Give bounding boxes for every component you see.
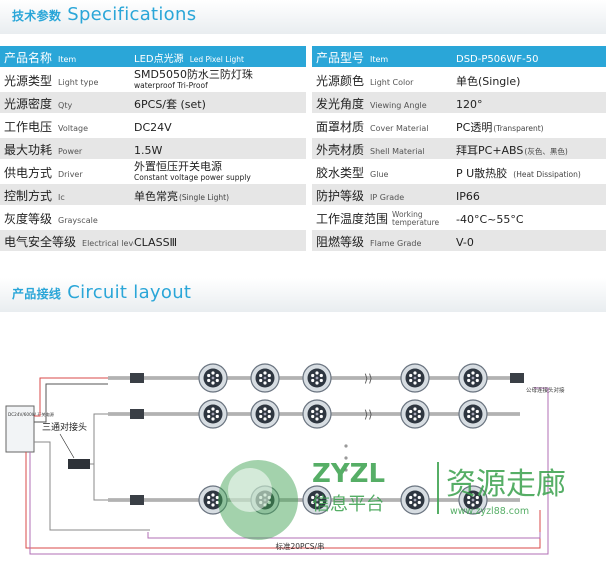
circuit-diagram: DC24V/600W 开关电源 ⟩⟩ ⟩⟩ — [5, 363, 566, 555]
pixel-string-3 — [108, 485, 520, 515]
connector — [130, 409, 144, 419]
connector — [130, 373, 144, 383]
continuation-dots — [344, 444, 348, 472]
pixel-light — [250, 363, 280, 393]
pixel-string-1: ⟩⟩ — [108, 363, 524, 393]
circuit-header: 产品接线 Circuit layout — [0, 278, 606, 312]
connector — [510, 373, 524, 383]
watermark-logo — [218, 460, 298, 540]
specifications-header: 技术参数 Specifications — [0, 0, 606, 34]
break-mark: ⟩⟩ — [364, 408, 373, 421]
pixel-light — [400, 363, 430, 393]
feed-wire-grey — [34, 441, 150, 531]
pixel-light — [458, 399, 488, 429]
pixel-string-2: ⟩⟩ — [108, 399, 520, 429]
connector — [130, 495, 144, 505]
break-mark: ⟩⟩ — [364, 372, 373, 385]
pixel-light — [250, 399, 280, 429]
watermark-url: www.zyzl88.com — [450, 506, 529, 517]
return-wire-purple — [29, 387, 549, 555]
tee-connector: 三通对接头 — [42, 421, 90, 469]
pixel-light — [302, 363, 332, 393]
connector-pair-label: 公母连接头对接 — [526, 386, 565, 394]
pixel-light — [400, 485, 430, 515]
tee-branch-wire — [70, 413, 108, 465]
specifications-title: 技术参数 Specifications — [12, 4, 197, 25]
pixel-light — [458, 363, 488, 393]
tee-connector-label: 三通对接头 — [42, 421, 87, 433]
power-supply: DC24V/600W 开关电源 — [5, 405, 55, 453]
watermark-brand: ZYZL — [312, 459, 385, 489]
tee-branch-wire-2 — [93, 464, 108, 501]
standard-count-label: 标准20PCS/串 — [275, 541, 324, 551]
return-wire-red — [25, 452, 541, 549]
pixel-light — [400, 399, 430, 429]
watermark: ZYZL 信息平台 资源走廊 www.zyzl88.com — [218, 459, 566, 540]
pixel-light — [198, 363, 228, 393]
circuit-title: 产品接线 Circuit layout — [12, 282, 192, 303]
watermark-name: 资源走廊 — [446, 467, 566, 502]
pixel-light — [302, 399, 332, 429]
power-supply-label: DC24V/600W 开关电源 — [8, 411, 55, 418]
watermark-sub: 信息平台 — [312, 494, 384, 515]
pixel-light — [198, 399, 228, 429]
power-wire-black — [34, 383, 108, 423]
power-wire-red — [34, 377, 108, 417]
count-bracket — [147, 532, 541, 539]
